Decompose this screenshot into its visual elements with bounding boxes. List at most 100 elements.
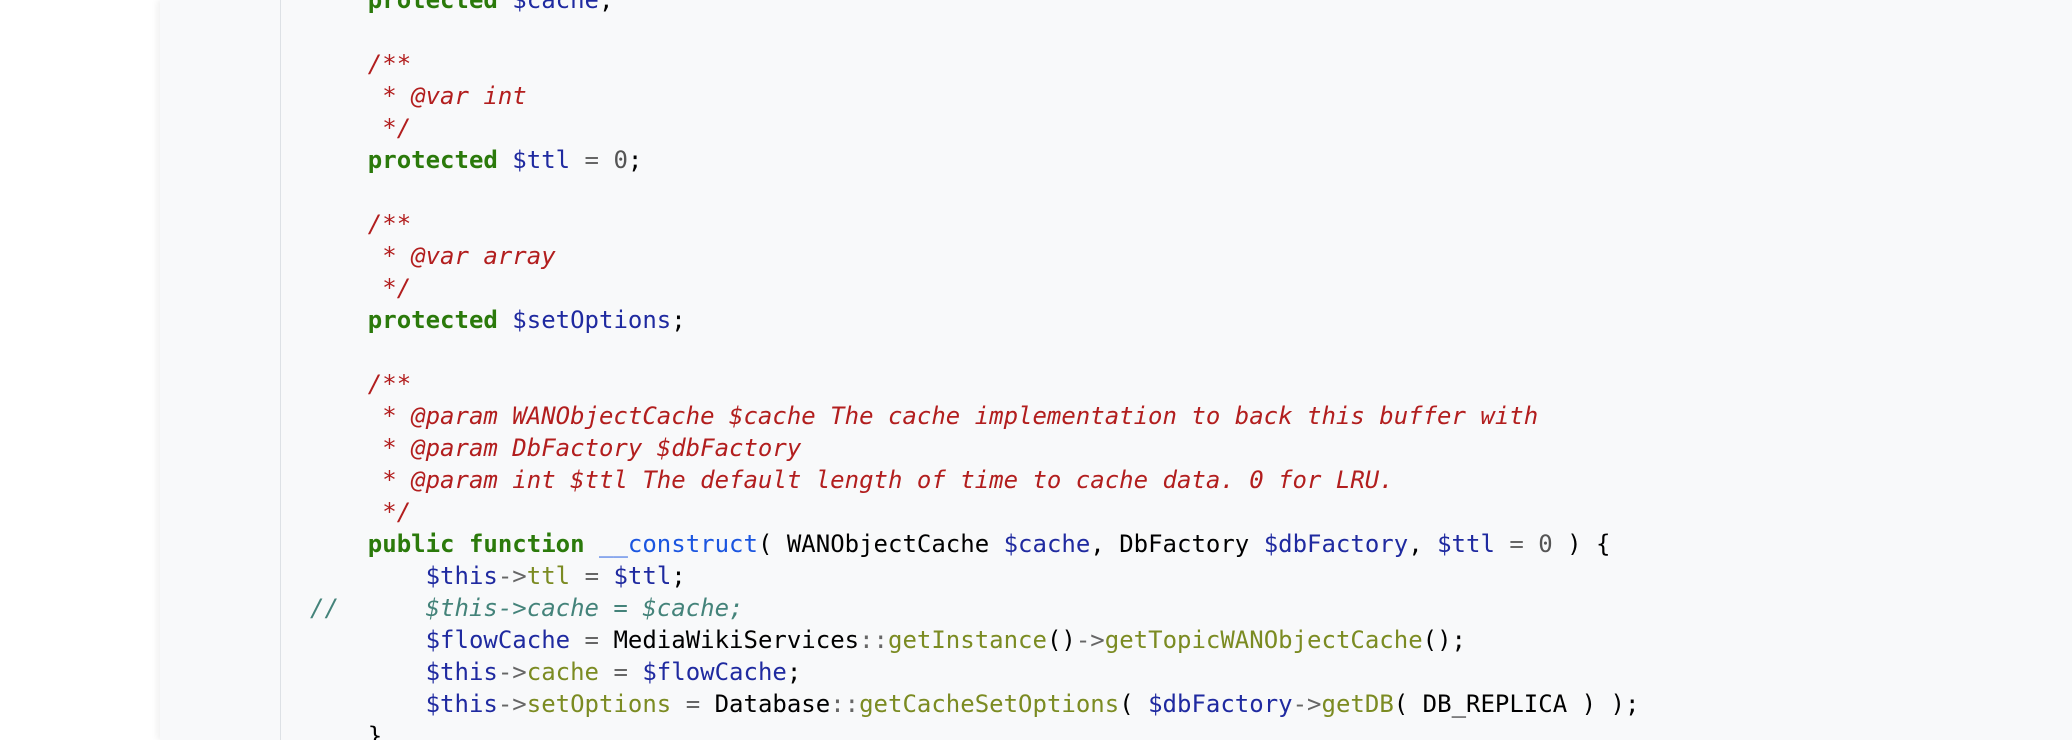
code-token: setOptions (526, 690, 672, 718)
code-token: 0 (1538, 530, 1553, 558)
code-line: * @var int (310, 80, 1639, 112)
code-token: -> (497, 690, 527, 718)
code-token (310, 0, 368, 14)
source-code-block[interactable]: protected $cache; /** * @var int */ prot… (310, 0, 1639, 740)
code-token: $dbFactory (1148, 690, 1293, 718)
code-line: $this->ttl = $ttl; (310, 560, 1639, 592)
code-token: Database (700, 690, 831, 718)
code-token: = (584, 146, 599, 174)
code-token: * @var array (310, 242, 556, 270)
code-line: protected $cache; (310, 0, 1639, 16)
code-token: getDB (1321, 690, 1394, 718)
code-line: // $this->cache = $cache; (310, 592, 1639, 624)
code-token: } (310, 722, 383, 740)
code-line: } (310, 720, 1639, 740)
code-token: $setOptions (512, 306, 672, 334)
code-token: :: (859, 626, 888, 654)
code-token (570, 146, 584, 174)
code-token: 0 (613, 146, 628, 174)
code-token: cache (526, 658, 599, 686)
code-token: -> (497, 658, 527, 686)
code-token: ttl (526, 562, 571, 590)
code-token: getCacheSetOptions (859, 690, 1120, 718)
code-token: $this (425, 562, 498, 590)
code-token: , (1408, 530, 1438, 558)
left-margin (0, 0, 160, 740)
code-line: /** (310, 48, 1639, 80)
code-token: * @param WANObjectCache $cache The cache… (310, 402, 1539, 430)
code-token: ( (1119, 690, 1149, 718)
code-token: $cache (512, 0, 599, 14)
code-line: $this->setOptions = Database::getCacheSe… (310, 688, 1640, 720)
code-token: $ttl (613, 562, 672, 590)
code-token (310, 306, 368, 334)
line-number-gutter (160, 0, 281, 740)
code-token (585, 530, 599, 558)
code-token: = (584, 626, 599, 654)
code-line: */ (310, 496, 1639, 528)
code-token: $this (425, 658, 498, 686)
code-token: __construct (599, 530, 758, 558)
code-token (1495, 530, 1509, 558)
code-token: ( DB_REPLICA ) ); (1393, 690, 1640, 718)
code-token: = (613, 658, 628, 686)
code-token: */ (310, 498, 412, 526)
code-line (310, 176, 1639, 208)
code-token: -> (1075, 626, 1105, 654)
code-line (310, 16, 1639, 48)
code-line: */ (310, 112, 1639, 144)
code-token: -> (1292, 690, 1322, 718)
code-token: * @var int (310, 82, 527, 110)
code-token: function (468, 530, 585, 558)
code-token (599, 146, 613, 174)
code-line: /** (310, 368, 1639, 400)
code-token: protected (367, 306, 498, 334)
code-token: * @param DbFactory $dbFactory (310, 434, 802, 462)
code-line: protected $ttl = 0; (310, 144, 1639, 176)
code-line: * @var array (310, 240, 1639, 272)
code-token: () (1046, 626, 1076, 654)
code-line (310, 336, 1639, 368)
code-token (599, 562, 613, 590)
code-token (671, 690, 685, 718)
code-token (498, 146, 512, 174)
code-token: (); (1422, 626, 1467, 654)
code-token (628, 658, 642, 686)
code-token (570, 626, 584, 654)
code-token: protected (367, 0, 498, 14)
code-line: $flowCache = MediaWikiServices::getInsta… (310, 624, 1639, 656)
code-token: ; (627, 146, 643, 174)
code-token: $cache (1003, 530, 1091, 558)
code-token: $dbFactory (1263, 530, 1409, 558)
code-line: * @param int $ttl The default length of … (310, 464, 1639, 496)
code-token: ) { (1552, 530, 1611, 558)
code-token (599, 658, 613, 686)
code-line: * @param WANObjectCache $cache The cache… (310, 400, 1639, 432)
code-token (570, 562, 584, 590)
code-token: /** (310, 370, 412, 398)
code-token: = (1509, 530, 1524, 558)
code-token: = (685, 690, 701, 718)
code-token (455, 530, 469, 558)
code-line: * @param DbFactory $dbFactory (310, 432, 1639, 464)
code-view-panel: protected $cache; /** * @var int */ prot… (160, 0, 2072, 740)
code-token: $ttl (512, 146, 571, 174)
code-token: :: (830, 690, 860, 718)
code-token: = (584, 562, 600, 590)
code-token (310, 690, 426, 718)
code-token (498, 306, 512, 334)
code-token: /** (310, 210, 412, 238)
code-line: $this->cache = $flowCache; (310, 656, 1639, 688)
code-token: protected (367, 146, 498, 174)
code-token: * @param int $ttl The default length of … (310, 466, 1394, 494)
code-line: */ (310, 272, 1639, 304)
code-token: getTopicWANObjectCache (1104, 626, 1423, 654)
code-token: getInstance (888, 626, 1047, 654)
code-token (310, 658, 426, 686)
code-line: protected $setOptions; (310, 304, 1639, 336)
code-token: */ (310, 114, 412, 142)
code-token (498, 0, 512, 14)
code-token: */ (310, 274, 412, 302)
code-token: ; (671, 562, 686, 590)
code-token: ; (599, 0, 614, 14)
